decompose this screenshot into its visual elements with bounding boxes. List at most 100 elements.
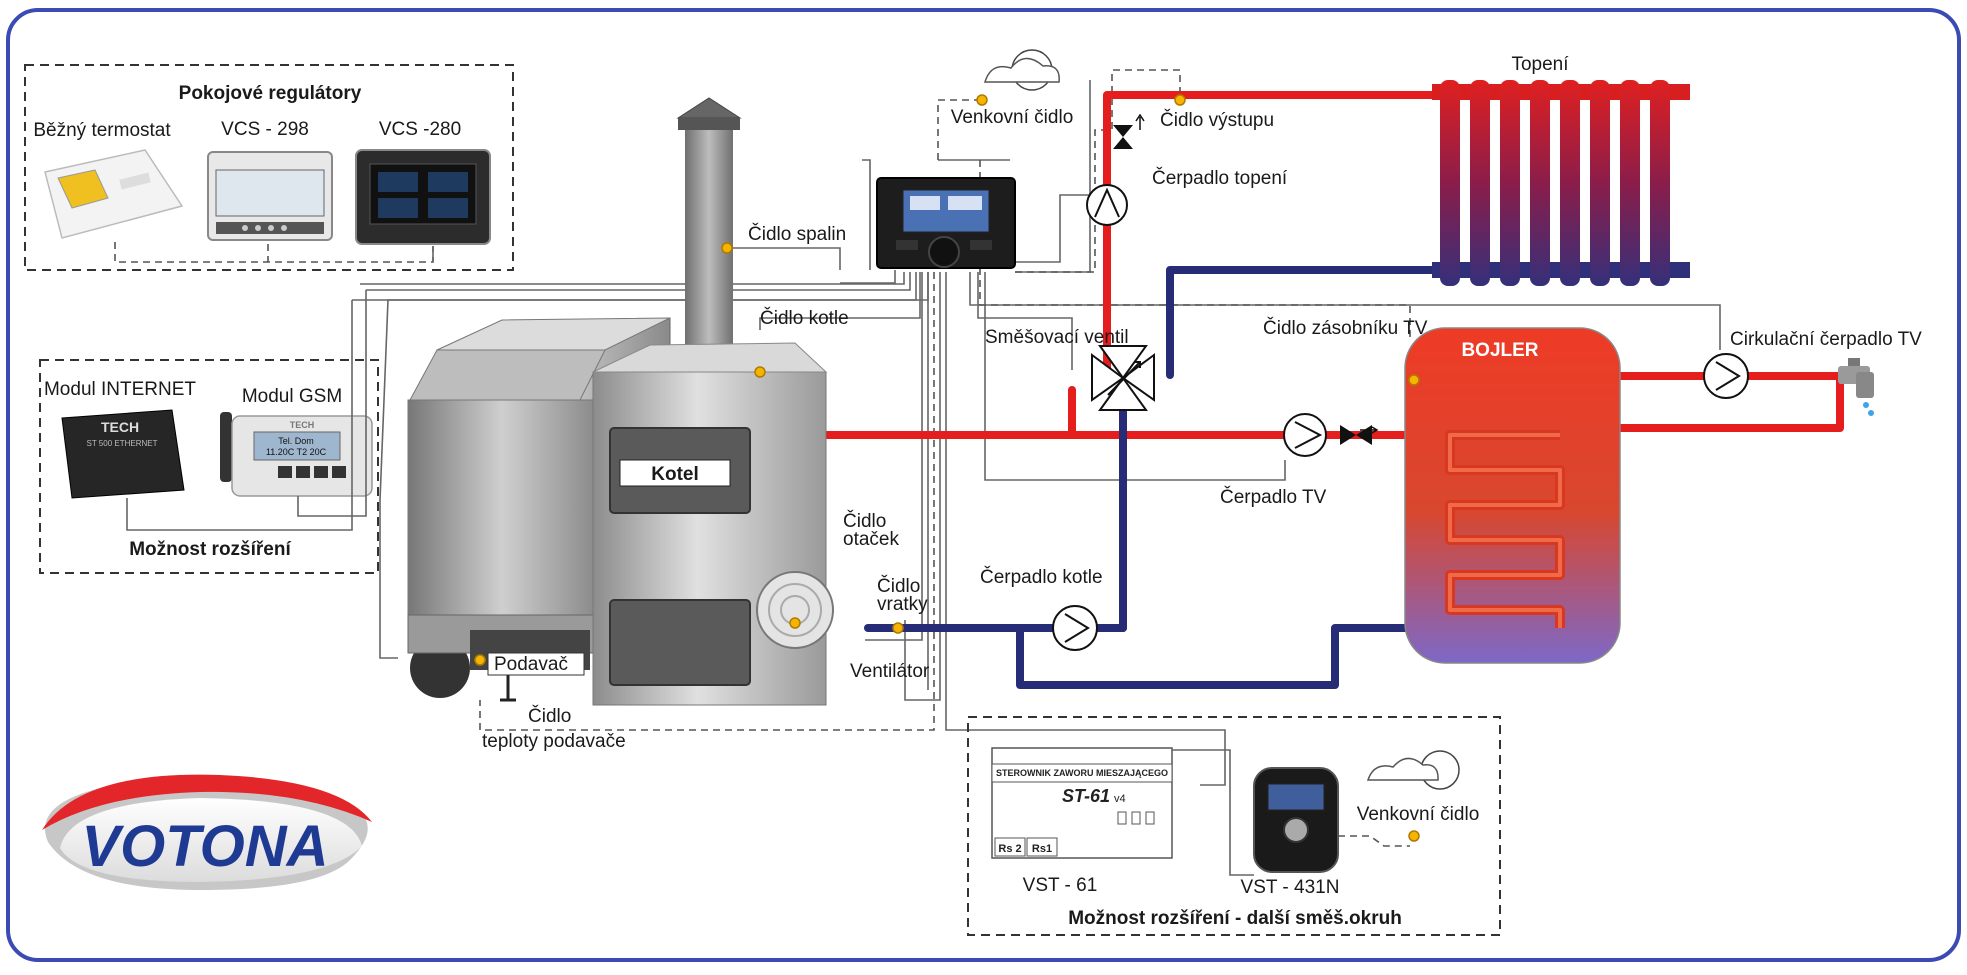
internet-module-device: TECH ST 500 ETHERNET (61, 409, 185, 499)
controller-knob[interactable] (928, 236, 960, 268)
gsm-screen-line1: Tel. Dom (278, 436, 314, 446)
feeder-sensor-wire (479, 272, 935, 731)
vcs280-device (355, 149, 491, 245)
expansion-wire (945, 272, 1226, 786)
thermostat-device (44, 149, 184, 239)
feeder-label: Podavač (494, 654, 568, 675)
rpm-sensor-label-1: Čidlo (843, 510, 886, 532)
main-controller[interactable] (876, 177, 1016, 269)
gsm-antenna (220, 412, 232, 482)
flue-sensor-wire (727, 247, 841, 270)
internet-wire (126, 300, 353, 531)
room-regulators-group: Pokojové regulátory Běžný termostat VCS … (24, 64, 514, 271)
return-sensor-dot (892, 622, 904, 634)
boiler-pump-label: Čerpadlo kotle (980, 566, 1103, 588)
st61-header: STEROWNIK ZAWORU MIESZAJĄCEGO (996, 768, 1168, 778)
vcs298-label: VCS - 298 (221, 119, 309, 140)
outlet-sensor-dot (1174, 94, 1186, 106)
gsm-wire (297, 290, 367, 517)
heating-pump-wire (1015, 194, 1108, 263)
room-regulators-box (24, 64, 514, 271)
circulation-pump (1703, 353, 1749, 399)
radiator: Topení (1432, 54, 1690, 286)
heating-label: Topení (1511, 54, 1569, 75)
tank-sensor-label: Čidlo zásobníku TV (1263, 317, 1428, 339)
heating-pump (1086, 184, 1128, 226)
st61-version: v4 (1114, 793, 1126, 805)
gsm-module-device: TECH Tel. Dom 11.20C T2 20C (220, 412, 373, 497)
feeder-probe (500, 672, 516, 702)
votona-logo: VOTONA (42, 774, 372, 890)
mixing-expansion-group: Možnost rozšíření - další směš.okruh STE… (967, 716, 1501, 936)
heating-supply-pipe (1103, 91, 1444, 389)
fan-label: Ventilátor (850, 661, 930, 682)
outdoor-sensor-label: Venkovní čidlo (951, 107, 1074, 128)
circulation-pump-label: Cirkulační čerpadlo TV (1730, 329, 1922, 350)
expansion-group: Modul INTERNET Modul GSM Možnost rozšíře… (39, 290, 379, 574)
outdoor-sensor-ext-dot (1408, 830, 1420, 842)
boiler-sensor-label: Čidlo kotle (760, 307, 849, 329)
heating-return-pipe (1166, 266, 1444, 379)
outlet-sensor-label: Čidlo výstupu (1160, 109, 1274, 131)
hot-water-tank: BOJLER (1404, 327, 1621, 664)
dhw-pump-label: Čerpadlo TV (1220, 486, 1327, 508)
controller-wiring (352, 69, 1721, 786)
boiler-sensor-dot (754, 366, 766, 378)
dhw-pump (1283, 413, 1379, 457)
feeder-sensor-dot (474, 654, 486, 666)
dhw-pump-wire (984, 272, 1286, 481)
mixing-valve-label: Směšovací ventil (985, 327, 1129, 348)
flue-sensor-label: Čidlo spalin (748, 223, 846, 245)
vst61-label: VST - 61 (1023, 875, 1098, 896)
boiler-unit: Kotel (407, 97, 904, 706)
st61-rs2: Rs 2 (998, 843, 1021, 855)
controller-left-wire (862, 159, 871, 270)
outer-frame (6, 8, 1961, 962)
gsm-screen-line2: 11.20C T2 20C (266, 447, 327, 457)
vst431-device (1253, 767, 1339, 873)
vst431-label: VST - 431N (1241, 877, 1340, 898)
flue-sensor-dot (721, 242, 733, 254)
outdoor-sensor-wire (937, 99, 982, 160)
feeder-label-box (487, 652, 585, 676)
internet-module-label: Modul INTERNET (44, 379, 196, 400)
outdoor-sensor-ext-label: Venkovní čidlo (1357, 804, 1480, 825)
feeder-sensor-label-2: teploty podavače (482, 731, 626, 752)
rpm-sensor-label-2: otaček (843, 529, 899, 550)
st61-rs1: Rs1 (1032, 843, 1052, 855)
mixing-expansion-title: Možnost rozšíření - další směš.okruh (1068, 908, 1402, 929)
gsm-module-label: Modul GSM (242, 386, 342, 407)
expansion-box (39, 359, 379, 574)
internet-brand: TECH (101, 419, 139, 435)
feeder-sensor-label-1: Čidlo (528, 705, 571, 727)
vcs280-label: VCS -280 (379, 119, 461, 140)
outlet-valve (1113, 94, 1186, 149)
rpm-sensor-dot (789, 617, 801, 629)
return-sensor-label-1: Čidlo (877, 575, 920, 597)
st61-device: STEROWNIK ZAWORU MIESZAJĄCEGO ST-61 v4 R… (991, 747, 1173, 859)
heating-pump-label: Čerpadlo topení (1152, 167, 1288, 189)
return-sensor-label-2: vratky (877, 594, 928, 615)
boiler-sensor-wire (759, 272, 921, 330)
mixing-valve (1091, 345, 1155, 411)
tap-icon (1838, 358, 1874, 416)
thermostat-label: Běžný termostat (33, 120, 171, 141)
logo-swoosh (42, 774, 372, 830)
boiler-label: Kotel (651, 464, 699, 485)
tank-sensor-dot (1408, 374, 1420, 386)
gsm-brand: TECH (290, 420, 315, 430)
room-regulators-title: Pokojové regulátory (179, 83, 362, 104)
internet-model: ST 500 ETHERNET (87, 439, 158, 448)
outdoor-sensor-dot (976, 94, 988, 106)
st61-model: ST-61 (1062, 786, 1110, 806)
tank-label: BOJLER (1461, 340, 1538, 361)
logo-text: VOTONA (81, 814, 328, 879)
boiler-lower-door (609, 599, 751, 686)
outlet-sensor-wire (1015, 69, 1181, 273)
outdoor-sensor-controller: Venkovní čidlo (951, 49, 1074, 128)
expansion-title: Možnost rozšíření (129, 539, 291, 560)
vcs298-device (207, 151, 333, 241)
boiler-label-plate (619, 459, 731, 487)
